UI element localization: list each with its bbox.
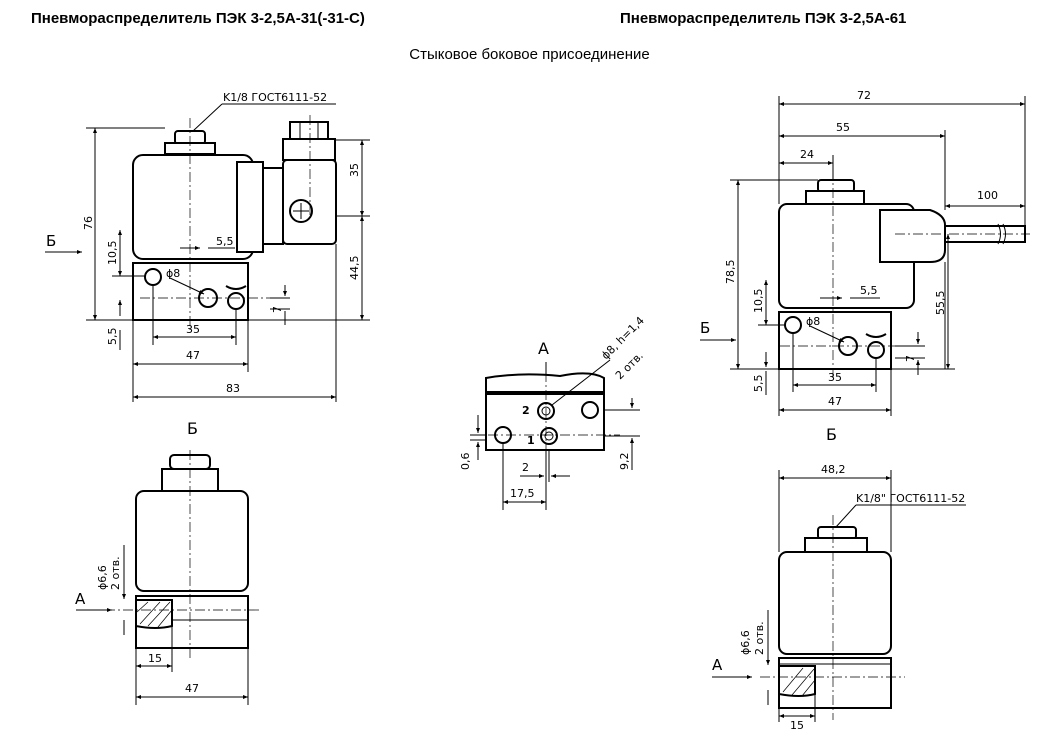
right-view-b-arrow-label: Б [700, 319, 710, 337]
left-side-dim-47: 47 [185, 682, 199, 695]
center-dim-0-6: 0,6 [459, 453, 472, 471]
right-dim-24: 24 [800, 148, 814, 161]
left-dim-35-side: 35 [348, 163, 361, 177]
left-dim-phi6-6: ϕ6,6 [96, 565, 109, 590]
right-side-nut [804, 537, 868, 553]
right-front-base [778, 311, 892, 370]
center-port-2-label: 2 [522, 404, 530, 417]
right-dim-48-2: 48,2 [821, 463, 846, 476]
left-side-view: Б ϕ6,6 2 отв. А 15 47 [75, 419, 260, 705]
left-dim-15: 15 [148, 652, 162, 665]
center-view-label: А [538, 339, 549, 358]
left-front-base [132, 262, 249, 321]
center-port-1-label: 1 [527, 434, 535, 447]
center-dim-2: 2 [522, 461, 529, 474]
left-dim-44-5: 44,5 [348, 256, 361, 281]
subtitle: Стыковое боковое присоединение [409, 46, 650, 63]
left-dim-5-5-top: 5,5 [216, 235, 234, 248]
left-connector-screw [289, 199, 313, 223]
right-dim-5-5-side: 5,5 [752, 375, 765, 393]
right-thread-label: K1/8" ГОСТ6111-52 [856, 492, 965, 505]
title-right: Пневмораспределитель ПЭК 3-2,5А-61 [620, 10, 907, 27]
left-connector-box [282, 159, 337, 245]
center-hole-right [581, 401, 599, 419]
left-dim-7: 7 [271, 306, 284, 313]
right-front-connector [879, 209, 946, 263]
left-thread-label: K1/8 ГОСТ6111-52 [223, 91, 327, 104]
left-view-a-arrow-label: А [75, 590, 86, 608]
left-connector-neck [282, 138, 336, 161]
left-dim-10-5: 10,5 [106, 241, 119, 266]
right-dim-phi8: ϕ8 [806, 315, 820, 328]
right-dim-55: 55 [836, 121, 850, 134]
center-view: А 2 1 ϕ8, h=1,4 2 отв. 0,6 2 17,5 [459, 314, 647, 510]
right-dim-72: 72 [857, 89, 871, 102]
left-view-b-arrow-label: Б [46, 232, 56, 250]
right-side-coil [778, 551, 892, 655]
left-front-view: K1/8 ГОСТ6111-52 76 Б 10,5 5,5 5,5 ϕ8 35… [45, 91, 370, 402]
right-front-nut [805, 190, 865, 205]
left-dim-76: 76 [82, 216, 95, 230]
left-connector-cap [289, 121, 329, 140]
right-view-a-arrow-label: А [712, 656, 723, 674]
right-dim-10-5: 10,5 [752, 289, 765, 314]
left-base-hole-small [144, 268, 162, 286]
left-front-coil [132, 154, 254, 260]
center-top-part [485, 372, 605, 393]
right-dim-15: 15 [790, 719, 804, 732]
left-dim-2-holes: 2 отв. [109, 556, 122, 590]
right-front-view: 72 55 24 100 78,5 10,5 5,5 55,5 ϕ8 Б [700, 89, 1030, 416]
left-dim-5-5-side: 5,5 [106, 328, 119, 346]
right-dim-47: 47 [828, 395, 842, 408]
left-dim-35: 35 [186, 323, 200, 336]
left-dim-83: 83 [226, 382, 240, 395]
center-dim-9-2: 9,2 [618, 453, 631, 471]
left-side-view-label: Б [187, 419, 198, 438]
left-base-hole-right [227, 292, 245, 310]
right-dim-2-holes: 2 отв. [753, 621, 766, 655]
right-dim-35: 35 [828, 371, 842, 384]
right-side-view-label: Б [826, 425, 837, 444]
left-dim-phi8: ϕ8 [166, 267, 180, 280]
right-dim-100: 100 [977, 189, 998, 202]
right-dim-phi6-6: ϕ6,6 [739, 630, 752, 655]
center-dim-17-5: 17,5 [510, 487, 535, 500]
left-connector-plate [236, 161, 264, 253]
left-side-coil [135, 490, 249, 592]
center-port-1-outer [540, 427, 558, 445]
title-left: Пневмораспределитель ПЭК 3-2,5А-31(-31-С… [31, 10, 365, 27]
left-connector-rib [262, 167, 284, 245]
left-dim-47: 47 [186, 349, 200, 362]
right-dim-5-5-top: 5,5 [860, 284, 878, 297]
right-dim-55-5: 55,5 [934, 291, 947, 316]
center-note-2holes: 2 отв. [613, 349, 646, 382]
right-dim-7: 7 [904, 355, 917, 362]
right-side-view: Б 48,2 K1/8" ГОСТ6111-52 ϕ6,6 2 отв. А 1… [712, 425, 966, 732]
right-dim-78-5: 78,5 [724, 260, 737, 285]
